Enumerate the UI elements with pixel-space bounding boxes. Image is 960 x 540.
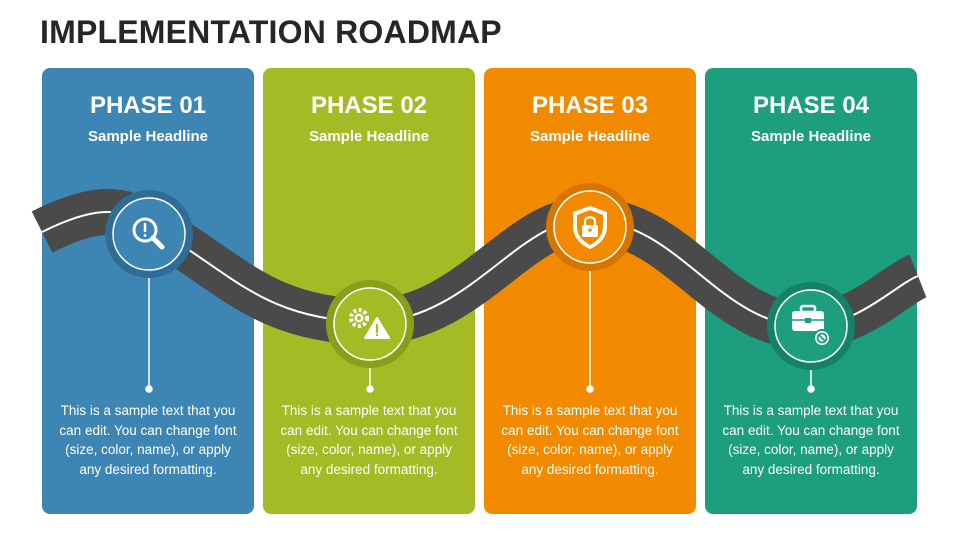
connector-03	[586, 265, 594, 393]
briefcase-blocked-icon	[792, 304, 831, 347]
milestone-03	[546, 183, 634, 271]
connector-01	[145, 270, 153, 393]
milestone-01	[105, 190, 193, 278]
milestone-02	[326, 280, 414, 368]
phase-02-label: PHASE 02	[310, 92, 428, 119]
shield-lock-icon	[573, 206, 607, 249]
phase-01-headline: Sample Headline	[87, 128, 209, 145]
phase-03-headline: Sample Headline	[529, 128, 651, 145]
phase-01-label: PHASE 01	[89, 92, 207, 119]
phase-04-text: This is a sample text that you can edit.…	[722, 403, 900, 477]
page-title: IMPLEMENTATION ROADMAP	[40, 14, 502, 50]
search-alert-icon	[132, 217, 165, 250]
phase-03-label: PHASE 03	[531, 92, 649, 119]
phase-04-headline: Sample Headline	[750, 128, 872, 145]
phase-04-label: PHASE 04	[752, 92, 870, 119]
phase-02-headline: Sample Headline	[308, 128, 430, 145]
phase-01-text: This is a sample text that you can edit.…	[59, 403, 237, 477]
phase-02-text: This is a sample text that you can edit.…	[280, 403, 458, 477]
milestone-04	[767, 282, 855, 370]
gear-warning-icon	[349, 308, 390, 339]
phase-03-text: This is a sample text that you can edit.…	[501, 403, 679, 477]
